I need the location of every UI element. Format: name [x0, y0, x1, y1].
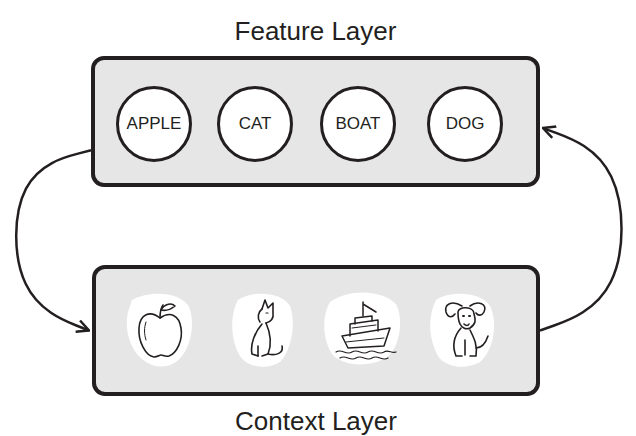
feature-label: DOG — [446, 114, 485, 134]
dog-picture — [430, 294, 494, 367]
context-layer-box: Context Layer — [92, 265, 540, 396]
feature-circle: DOG — [427, 86, 503, 162]
apple-picture — [127, 294, 192, 367]
feature-layer-box: Feature LayerAPPLECATBOATDOG — [91, 56, 540, 187]
cycle-arrow — [16, 150, 91, 330]
feature-label: CAT — [239, 114, 272, 134]
feature-circle: BOAT — [320, 86, 396, 162]
feature-label: APPLE — [127, 114, 182, 134]
cycle-arrow — [540, 128, 622, 330]
feature-circle: CAT — [217, 86, 293, 162]
cat-picture — [232, 294, 293, 367]
layer-title: Context Layer — [96, 406, 536, 436]
layer-title: Feature Layer — [95, 16, 536, 47]
feature-label: BOAT — [335, 114, 380, 134]
feature-circle: APPLE — [116, 86, 192, 162]
boat-picture — [324, 292, 400, 364]
